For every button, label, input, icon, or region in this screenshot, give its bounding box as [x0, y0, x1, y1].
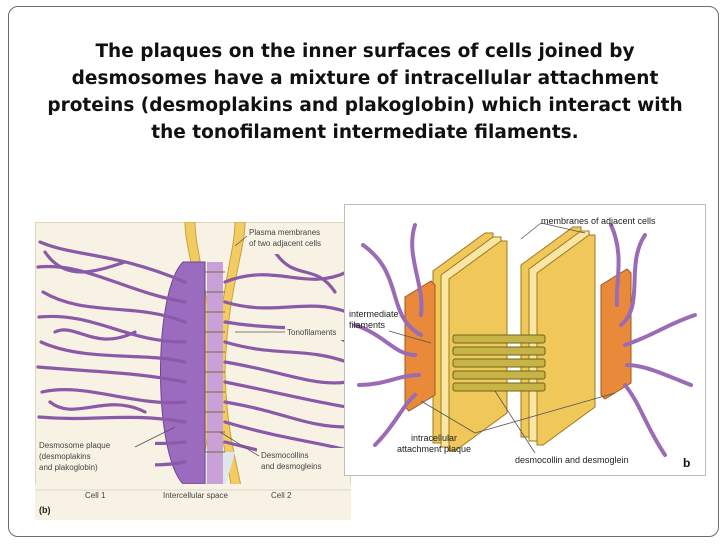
label-cell2: Cell 2	[271, 491, 292, 500]
label-intermediate-filaments-2: filaments	[349, 320, 386, 330]
label-intracellular-plaque: intracellular	[411, 433, 457, 443]
label-intermediate-filaments: intermediate	[349, 309, 399, 319]
label-intracellular-plaque-2: attachment plaque	[397, 444, 471, 454]
cross-section-illustration: Plasma membranes of two adjacent cells T…	[35, 222, 351, 520]
label-membranes-adjacent: membranes of adjacent cells	[541, 216, 656, 226]
label-desmosome-plaque-2: (desmoplakins	[39, 452, 91, 461]
label-desmocollins: Desmocollins	[261, 451, 309, 460]
slide-title: The plaques on the inner surfaces of cel…	[47, 41, 683, 143]
label-desmosome-plaque: Desmosome plaque	[39, 441, 111, 450]
label-cell1: Cell 1	[85, 491, 106, 500]
3d-illustration: membranes of adjacent cells intermediate…	[349, 216, 697, 470]
panel-letter-right: b	[683, 456, 690, 470]
label-plasma-membranes-2: of two adjacent cells	[249, 239, 321, 248]
label-desmosome-plaque-3: and plakoglobin)	[39, 463, 98, 472]
label-plasma-membranes: Plasma membranes	[249, 228, 320, 237]
desmosome-3d-figure: membranes of adjacent cells intermediate…	[344, 204, 706, 476]
label-intercellular-space: Intercellular space	[163, 491, 228, 500]
label-desmocollins-2: and desmogleins	[261, 462, 321, 471]
panel-letter-left: (b)	[39, 505, 51, 515]
label-tonofilaments: Tonofilaments	[287, 328, 336, 337]
label-desmocollin-desmoglein: desmocollin and desmoglein	[515, 455, 629, 465]
slide-frame	[8, 6, 719, 537]
desmosome-cross-section-figure: Plasma membranes of two adjacent cells T…	[35, 222, 351, 520]
